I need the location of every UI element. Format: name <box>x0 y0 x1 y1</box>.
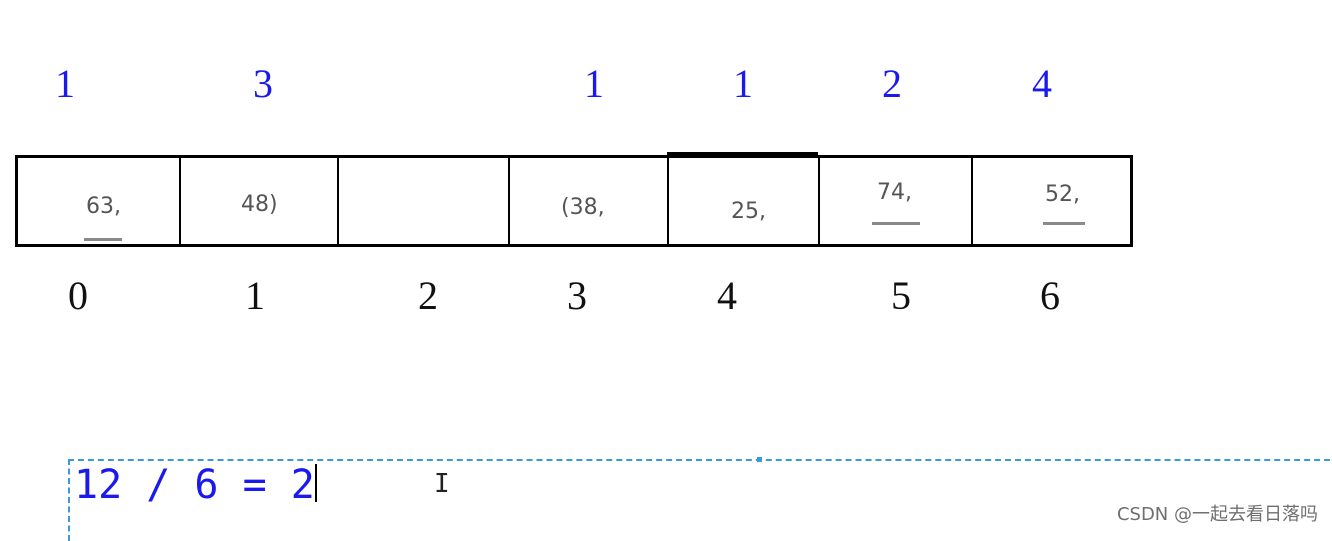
array-cell-2 <box>337 155 508 247</box>
index-label-4: 4 <box>717 273 737 318</box>
array-cell-6: 52, <box>971 155 1133 247</box>
equation-text-input[interactable]: 12 / 6 = 2 <box>74 464 317 505</box>
cell-value: 74, <box>877 180 912 205</box>
count-label-4: 1 <box>733 61 753 106</box>
array-cell-5: 74, <box>818 155 971 247</box>
watermark: CSDN @一起去看日落吗 <box>1116 504 1318 525</box>
index-label-6: 6 <box>1040 273 1060 318</box>
index-label-3: 3 <box>567 273 587 318</box>
count-label-3: 1 <box>584 61 604 106</box>
index-label-5: 5 <box>891 273 911 318</box>
index-label-0: 0 <box>68 273 88 318</box>
cell-value: (38, <box>561 195 605 220</box>
index-label-2: 2 <box>418 273 438 318</box>
i-beam-cursor-icon: I <box>434 469 450 499</box>
array-cell-0: 63, <box>15 155 179 247</box>
count-label-1: 3 <box>253 61 273 106</box>
array-cell-1: 48) <box>179 155 337 247</box>
array-cell-4: 25, <box>667 152 818 247</box>
selected-text-box[interactable] <box>68 459 1332 541</box>
cell-value: 63, <box>86 194 121 219</box>
cut-off-text-mark <box>1043 222 1085 225</box>
cell-value: 25, <box>731 199 766 224</box>
resize-handle[interactable] <box>757 457 762 462</box>
cut-off-text-mark <box>84 238 122 241</box>
cut-off-text-mark <box>872 222 920 225</box>
cell-value: 48) <box>241 192 278 217</box>
cell-value: 52, <box>1045 182 1080 207</box>
array-cell-3: (38, <box>508 155 667 247</box>
count-label-0: 1 <box>55 61 75 106</box>
text-caret <box>314 464 317 502</box>
index-label-1: 1 <box>245 273 265 318</box>
count-label-6: 4 <box>1032 61 1052 106</box>
equation-text: 12 / 6 = 2 <box>74 462 315 508</box>
count-label-5: 2 <box>882 61 902 106</box>
